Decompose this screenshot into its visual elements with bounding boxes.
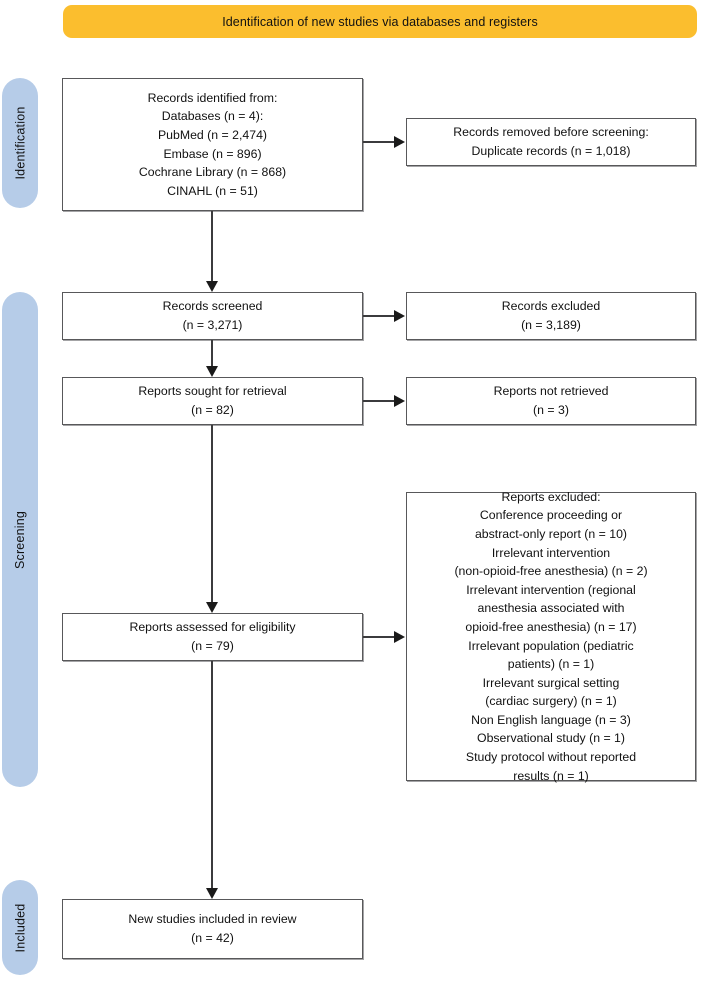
connector-identified-to-screened (211, 211, 213, 281)
box-reports-not-retrieved: Reports not retrieved(n = 3) (406, 377, 696, 425)
arrow-right-icon-not-retrieved (394, 395, 405, 407)
box-records-removed-text: Records removed before screening:Duplica… (453, 125, 649, 158)
box-new-studies-included-text: New studies included in review(n = 42) (128, 912, 297, 945)
box-records-identified: Records identified from:Databases (n = 4… (62, 78, 363, 211)
stage-label-identification: Identification (13, 106, 28, 180)
arrow-right-icon-records-excluded (394, 310, 405, 322)
arrow-down-icon-included (206, 888, 218, 899)
box-reports-excluded-text: Reports excluded:Conference proceeding o… (454, 489, 648, 783)
box-records-removed: Records removed before screening:Duplica… (406, 118, 696, 166)
box-records-screened-text: Records screened(n = 3,271) (162, 299, 263, 332)
box-records-excluded: Records excluded(n = 3,189) (406, 292, 696, 340)
box-reports-sought: Reports sought for retrieval(n = 82) (62, 377, 363, 425)
connector-screened-to-sought (211, 340, 213, 366)
box-records-identified-text: Records identified from:Databases (n = 4… (138, 90, 287, 198)
box-reports-sought-text: Reports sought for retrieval(n = 82) (138, 384, 287, 417)
arrow-down-icon-assessed (206, 602, 218, 613)
stage-label-included: Included (13, 903, 27, 952)
box-reports-assessed: Reports assessed for eligibility(n = 79) (62, 613, 363, 661)
box-reports-excluded: Reports excluded:Conference proceeding o… (406, 490, 696, 783)
arrow-right-icon-removed (394, 136, 405, 148)
stage-pill-screening: Screening (2, 292, 38, 787)
box-records-excluded-text: Records excluded(n = 3,189) (501, 299, 601, 332)
connector-sought-to-not-retrieved (363, 400, 395, 402)
connector-screened-to-excluded (363, 315, 395, 317)
stage-pill-identification: Identification (2, 78, 38, 208)
arrow-down-icon-screened (206, 281, 218, 292)
connector-assessed-to-reports-excluded (363, 636, 395, 638)
arrow-down-icon-sought (206, 366, 218, 377)
arrow-right-icon-reports-excluded (394, 631, 405, 643)
connector-identified-to-removed (363, 141, 395, 143)
box-new-studies-included: New studies included in review(n = 42) (62, 899, 363, 959)
banner-label: Identification of new studies via databa… (222, 14, 538, 29)
stage-pill-included: Included (2, 880, 38, 975)
box-reports-not-retrieved-text: Reports not retrieved(n = 3) (493, 384, 609, 417)
box-reports-assessed-text: Reports assessed for eligibility(n = 79) (129, 620, 296, 653)
stage-label-screening: Screening (13, 510, 27, 569)
diagram-banner-title: Identification of new studies via databa… (63, 5, 697, 38)
connector-sought-to-assessed (211, 425, 213, 602)
box-records-screened: Records screened(n = 3,271) (62, 292, 363, 340)
connector-assessed-to-included (211, 661, 213, 888)
